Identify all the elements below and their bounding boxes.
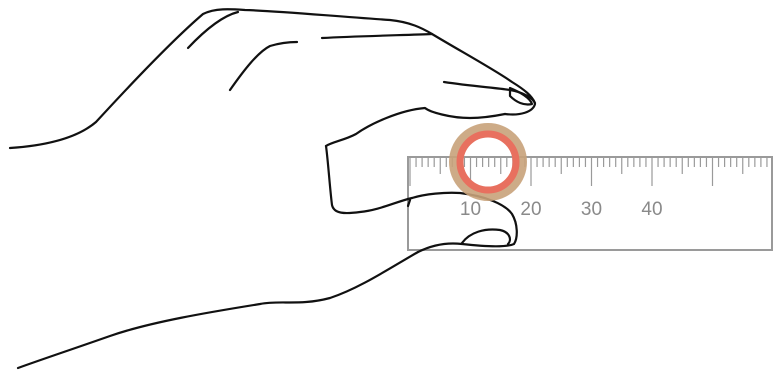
index-finger-underside [444,82,535,115]
finger-crease-left [188,12,238,48]
ruler-label-30: 30 [581,199,602,220]
finger-top-line [322,34,432,38]
ruler-label-40: 40 [641,199,662,220]
ruler-label-10: 10 [460,199,481,220]
finger-curl [230,42,297,90]
hand-top-contour [10,9,535,148]
wrist-contour [18,252,418,368]
palm-curve [326,146,412,213]
ruler-label-20: 20 [520,199,541,220]
